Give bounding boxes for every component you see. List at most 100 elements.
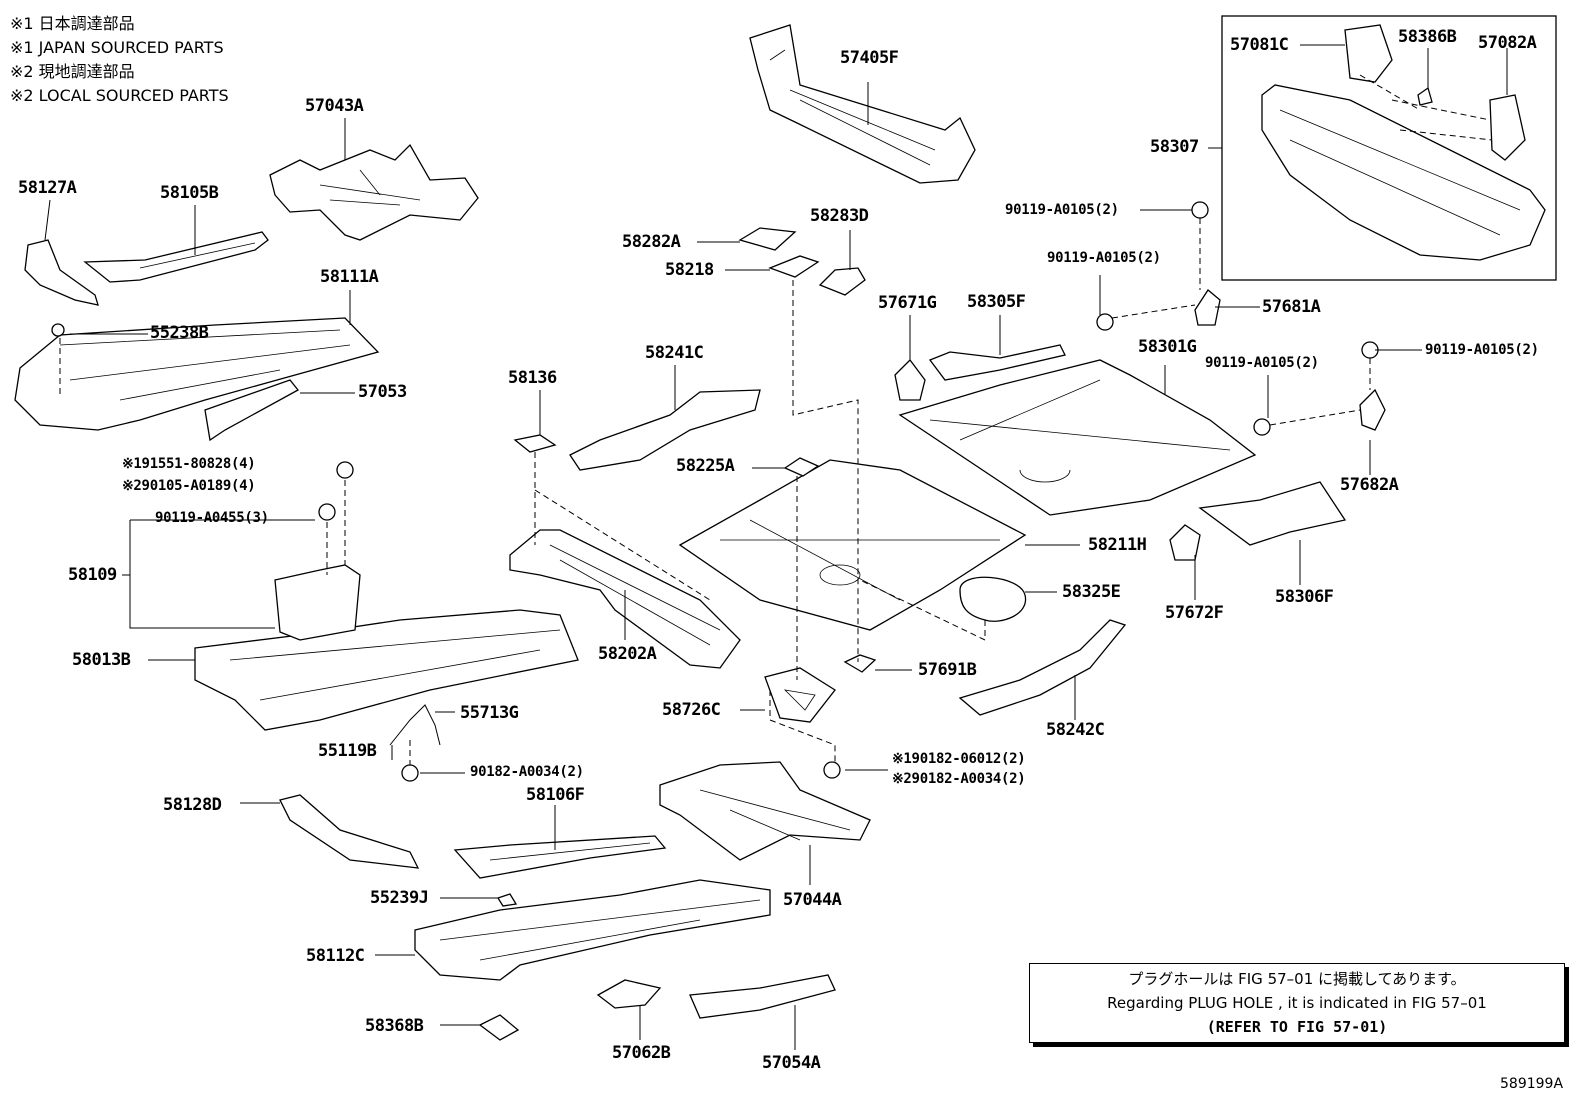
note-line: ※1 JAPAN SOURCED PARTS bbox=[10, 38, 224, 57]
label-58106F[interactable]: 58106F bbox=[526, 785, 585, 805]
label-57053[interactable]: 57053 bbox=[358, 382, 407, 402]
label-57671G[interactable]: 57671G bbox=[878, 293, 937, 313]
label-58109[interactable]: 58109 bbox=[68, 565, 117, 585]
part-58282A-drawing bbox=[738, 227, 797, 251]
part-57053-drawing bbox=[204, 379, 299, 442]
label-57672F[interactable]: 57672F bbox=[1165, 603, 1224, 623]
figure-id: 589199A bbox=[1500, 1076, 1564, 1092]
part-58325E-drawing bbox=[959, 576, 1027, 622]
label-58282A[interactable]: 58282A bbox=[622, 232, 681, 252]
label-fastener-90182-A0034-center[interactable]: ※290182-A0034(2) bbox=[892, 771, 1026, 787]
label-58241C[interactable]: 58241C bbox=[645, 343, 704, 363]
source-notes: ※1 日本調達部品 ※1 JAPAN SOURCED PARTS ※2 現地調達… bbox=[10, 12, 229, 108]
part-57691B-drawing bbox=[843, 654, 877, 673]
part-58242C-drawing bbox=[958, 619, 1127, 716]
leader-lines bbox=[44, 44, 1508, 1050]
label-55119B[interactable]: 55119B bbox=[318, 741, 377, 761]
label-57682A[interactable]: 57682A bbox=[1340, 475, 1399, 495]
label-58128D[interactable]: 58128D bbox=[163, 795, 222, 815]
part-58136-drawing bbox=[513, 434, 557, 453]
label-58242C[interactable]: 58242C bbox=[1046, 720, 1105, 740]
part-57672F-drawing bbox=[1169, 524, 1201, 561]
label-58218[interactable]: 58218 bbox=[665, 260, 714, 280]
part-58726C-drawing bbox=[764, 667, 836, 723]
plug-hole-note: プラグホールは FIG 57–01 に掲載してあります。 Regarding P… bbox=[1029, 963, 1565, 1043]
part-58105B-drawing bbox=[83, 231, 269, 283]
part-58301G-drawing bbox=[898, 359, 1257, 516]
label-fastener-90119-A0105-right[interactable]: 90119-A0105(2) bbox=[1205, 355, 1319, 371]
part-58109-drawing bbox=[274, 564, 361, 641]
label-58726C[interactable]: 58726C bbox=[662, 700, 721, 720]
label-58112C[interactable]: 58112C bbox=[306, 946, 365, 966]
label-58307[interactable]: 58307 bbox=[1150, 137, 1199, 157]
label-58301G[interactable]: 58301G bbox=[1138, 337, 1197, 357]
label-58105B[interactable]: 58105B bbox=[160, 183, 219, 203]
label-57691B[interactable]: 57691B bbox=[918, 660, 977, 680]
part-57671G-drawing bbox=[894, 359, 926, 401]
label-fastener-90119-A0105-top[interactable]: 90119-A0105(2) bbox=[1005, 202, 1119, 218]
label-58305F[interactable]: 58305F bbox=[967, 292, 1026, 312]
part-55713G-drawing bbox=[389, 704, 441, 746]
label-fastener-90105-A0189[interactable]: ※290105-A0189(4) bbox=[122, 478, 256, 494]
label-57054A[interactable]: 57054A bbox=[762, 1053, 821, 1073]
note-line: ※2 現地調達部品 bbox=[10, 62, 135, 81]
label-55713G[interactable]: 55713G bbox=[460, 703, 519, 723]
note-line: ※2 LOCAL SOURCED PARTS bbox=[10, 86, 229, 105]
label-fastener-90119-A0455[interactable]: 90119-A0455(3) bbox=[155, 510, 269, 526]
part-58283D-drawing bbox=[818, 267, 866, 296]
label-57082A[interactable]: 57082A bbox=[1478, 33, 1537, 53]
label-57062B[interactable]: 57062B bbox=[612, 1043, 671, 1063]
note-japanese: プラグホールは FIG 57–01 に掲載してあります。 bbox=[1128, 970, 1466, 988]
part-55239J-drawing bbox=[497, 893, 518, 907]
part-58225A-drawing bbox=[783, 457, 820, 477]
part-58368B-drawing bbox=[478, 1014, 520, 1041]
part-57082A-drawing bbox=[1489, 94, 1526, 161]
label-55239J[interactable]: 55239J bbox=[370, 888, 429, 908]
label-58202A[interactable]: 58202A bbox=[598, 644, 657, 664]
part-57081C-drawing bbox=[1344, 24, 1393, 83]
part-57054A-drawing bbox=[689, 974, 836, 1019]
part-58307-drawing bbox=[1261, 84, 1546, 261]
part-58013B-drawing bbox=[194, 609, 579, 731]
label-58211H[interactable]: 58211H bbox=[1088, 535, 1147, 555]
label-57081C[interactable]: 57081C bbox=[1230, 35, 1289, 55]
part-57405F-drawing bbox=[749, 24, 976, 184]
label-58111A[interactable]: 58111A bbox=[320, 267, 379, 287]
label-fastener-90119-A0105-far[interactable]: 90119-A0105(2) bbox=[1425, 342, 1539, 358]
part-58128D-drawing bbox=[279, 794, 420, 869]
note-english: Regarding PLUG HOLE , it is indicated in… bbox=[1107, 994, 1487, 1012]
label-57044A[interactable]: 57044A bbox=[783, 890, 842, 910]
label-fastener-90182-A0034[interactable]: 90182-A0034(2) bbox=[470, 764, 584, 780]
part-58111A-drawing bbox=[14, 317, 380, 431]
part-58386B-drawing bbox=[1417, 86, 1433, 106]
part-58106F-drawing bbox=[453, 835, 667, 879]
label-57681A[interactable]: 57681A bbox=[1262, 297, 1321, 317]
part-58305F-drawing bbox=[928, 344, 1066, 381]
part-57681A-drawing bbox=[1194, 289, 1221, 326]
label-57405F[interactable]: 57405F bbox=[840, 48, 899, 68]
part-58218-drawing bbox=[768, 255, 820, 278]
label-58225A[interactable]: 58225A bbox=[676, 456, 735, 476]
label-58136[interactable]: 58136 bbox=[508, 368, 557, 388]
label-58283D[interactable]: 58283D bbox=[810, 206, 869, 226]
label-58325E[interactable]: 58325E bbox=[1062, 582, 1121, 602]
label-58306F[interactable]: 58306F bbox=[1275, 587, 1334, 607]
label-57043A[interactable]: 57043A bbox=[305, 96, 364, 116]
part-58112C-drawing bbox=[414, 879, 771, 981]
label-58127A[interactable]: 58127A bbox=[18, 178, 77, 198]
label-58013B[interactable]: 58013B bbox=[72, 650, 131, 670]
note-reference[interactable]: (REFER TO FIG 57-01) bbox=[1206, 1018, 1388, 1036]
label-fastener-91551-80828[interactable]: ※191551-80828(4) bbox=[122, 456, 256, 472]
label-fastener-90119-A0105-mid[interactable]: 90119-A0105(2) bbox=[1047, 250, 1161, 266]
part-57043A-drawing bbox=[269, 143, 479, 241]
part-57062B-drawing bbox=[596, 979, 662, 1009]
part-58127A-drawing bbox=[24, 239, 99, 306]
label-fastener-90182-06012[interactable]: ※190182-06012(2) bbox=[892, 751, 1026, 767]
assembly-dashed-lines bbox=[59, 74, 1493, 765]
label-58368B[interactable]: 58368B bbox=[365, 1016, 424, 1036]
label-55238B[interactable]: 55238B bbox=[150, 323, 209, 343]
note-line: ※1 日本調達部品 bbox=[10, 14, 135, 33]
part-57682A-drawing bbox=[1359, 388, 1386, 431]
label-58386B[interactable]: 58386B bbox=[1398, 27, 1457, 47]
